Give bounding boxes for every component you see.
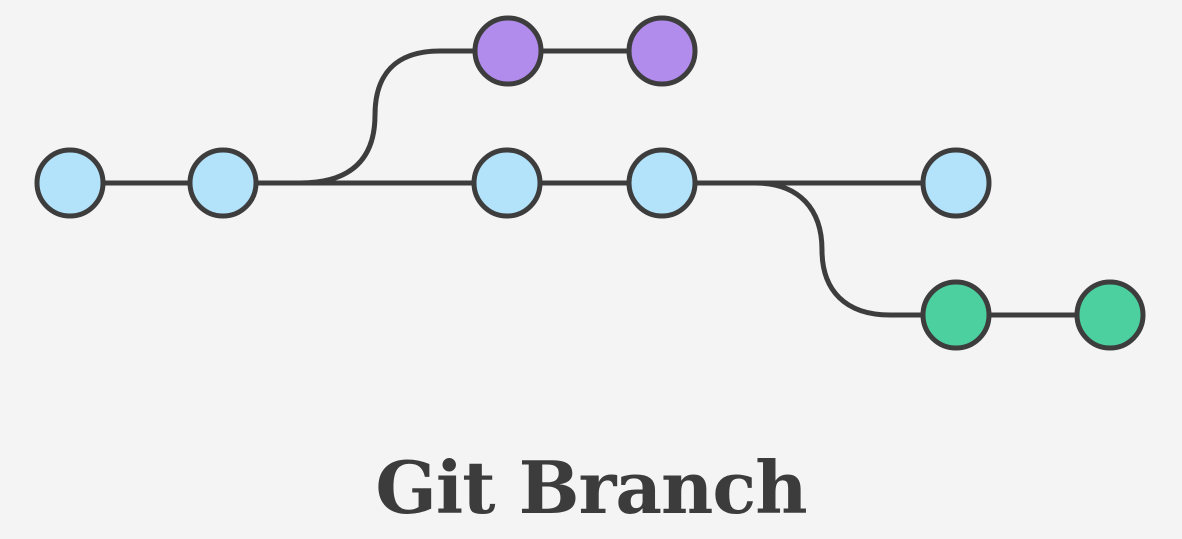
main-commit-1 [34, 147, 106, 219]
main-commit-4 [626, 147, 698, 219]
upper-feature-commit-1 [472, 15, 544, 87]
lower-branch-line [754, 180, 1110, 318]
lower-feature-commit-1 [920, 279, 992, 351]
upper-feature-commit-2 [626, 15, 698, 87]
lower-feature-commit-2 [1074, 279, 1146, 351]
diagram-title: Git Branch [375, 445, 807, 530]
main-commit-2 [187, 147, 259, 219]
upper-branch-line [299, 48, 662, 186]
main-commit-3 [471, 147, 543, 219]
main-commit-5 [920, 147, 992, 219]
